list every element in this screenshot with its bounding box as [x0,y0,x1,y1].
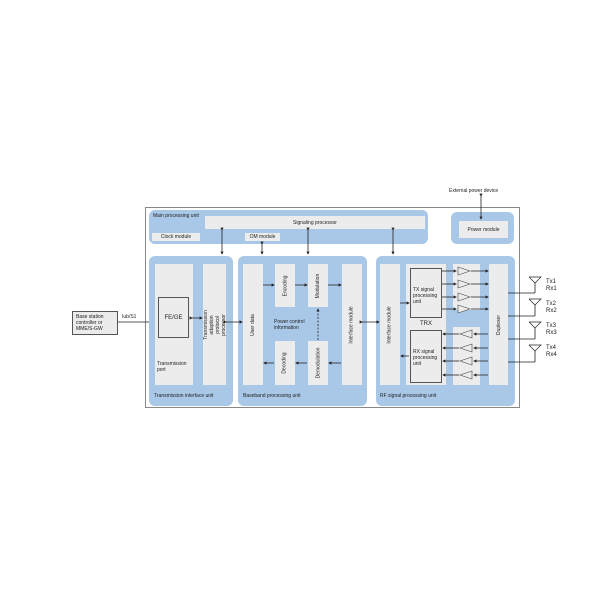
transmission-unit-label: Transmission interface unit [154,393,214,399]
lna-icon [459,343,473,353]
baseband-interface-module: Interface module [342,264,362,385]
power-module: Power module [459,221,508,238]
encoding: Encoding [275,264,295,307]
demodulation: Demodulation [308,341,328,385]
antenna-icon [528,298,542,306]
external-power-label: External power device [449,188,499,194]
pa-icon [457,266,471,276]
transmission-adaption-processor: Transmission adaption protocol processor [203,264,227,385]
signaling-processor: Signaling processor [205,216,425,229]
om-module: OM module [245,233,280,241]
pa-icon [457,304,471,314]
power-control-info: Power control information [274,319,305,331]
duplexer: Duplexer [489,264,508,385]
trx: TX signal processing unit TRX RX signal … [406,264,446,385]
power-module-container: Power module [451,212,514,244]
clock-module: Clock module [152,233,200,241]
rf-signal-processing-unit: Interface module TX signal processing un… [376,256,515,406]
trx-label: TRX [420,321,432,327]
lna-icon [459,356,473,366]
transmission-port: FE/GE Transmission port [155,264,193,385]
base-station-frame [145,207,520,408]
user-data: User data [243,264,263,385]
antenna-icon [528,276,542,284]
antenna-icon [528,344,542,352]
antenna-icon [528,321,542,329]
pa-icon [457,292,471,302]
iub-s1-label: Iub/S1 [122,314,137,320]
rx-signal-processing-unit: RX signal processing unit [410,330,442,383]
pa-icon [457,279,471,289]
lna-icon [459,370,473,380]
rf-unit-label: RF signal processing unit [380,393,437,399]
fe-ge-port: FE/GE [158,297,189,338]
rf-interface-module: Interface module [380,264,400,385]
base-station-controller: Base station controller or MME/S-GW [72,311,118,335]
baseband-unit-label: Baseband processing unit [243,393,301,399]
main-processing-label: Main processing unit [153,213,199,219]
transmission-interface-unit: FE/GE Transmission port Transmission ada… [149,256,233,406]
tx-signal-processing-unit: TX signal processing unit [410,268,442,318]
modulation: Modulation [308,264,328,307]
baseband-processing-unit: User data Encoding Modulation Decoding D… [238,256,367,406]
lna-icon [459,329,473,339]
transmission-port-label: Transmission port [157,361,187,373]
decoding: Decoding [275,341,295,385]
main-processing-unit: Main processing unit Signaling processor… [149,210,428,244]
